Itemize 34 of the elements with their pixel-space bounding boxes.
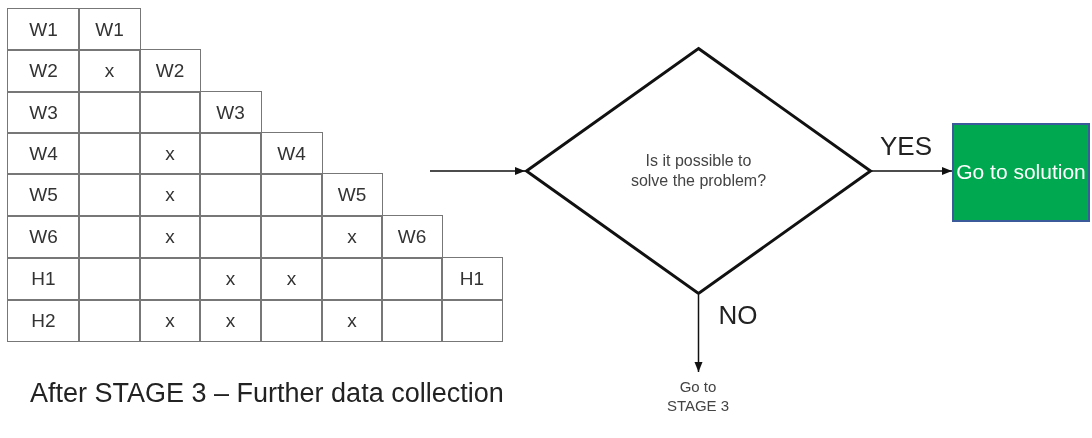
table-cell: W1 xyxy=(7,8,80,51)
table-cell: W3 xyxy=(199,91,262,134)
table-cell: x xyxy=(139,132,201,175)
table-cell: H1 xyxy=(441,257,503,301)
table-cell: W2 xyxy=(139,49,201,93)
table-cell: x xyxy=(139,299,201,342)
table-cell: x xyxy=(199,299,262,342)
arrow xyxy=(871,166,953,176)
table-cell: H2 xyxy=(7,299,80,342)
table-cell: x xyxy=(321,215,383,259)
table-cell: W5 xyxy=(321,173,383,217)
node-label: Go to solution xyxy=(956,159,1086,186)
table-cell: W2 xyxy=(7,49,80,93)
table-cell: W5 xyxy=(7,173,80,217)
table-cell: W6 xyxy=(381,215,443,259)
table-cell: W3 xyxy=(7,91,80,134)
arrow xyxy=(429,166,526,176)
table-cell: x xyxy=(260,257,323,301)
caption: After STAGE 3 – Further data collection xyxy=(30,378,504,409)
process-box xyxy=(952,123,1090,222)
table-cell: x xyxy=(78,49,141,93)
table-cell: x xyxy=(139,215,201,259)
table-cell: x xyxy=(139,173,201,217)
arrow xyxy=(694,294,703,373)
node-label: Is it possible to solve the problem? xyxy=(629,151,768,191)
table-cell: x xyxy=(199,257,262,301)
table-cell: x xyxy=(321,299,383,342)
table-cell: W4 xyxy=(7,132,80,175)
table-cell: W4 xyxy=(260,132,323,175)
node-label: Go to STAGE 3 xyxy=(665,378,731,416)
table-cell: W1 xyxy=(78,8,141,51)
table-cell: W6 xyxy=(7,215,80,259)
table-cell: H1 xyxy=(7,257,80,301)
decision-diamond xyxy=(525,47,872,295)
